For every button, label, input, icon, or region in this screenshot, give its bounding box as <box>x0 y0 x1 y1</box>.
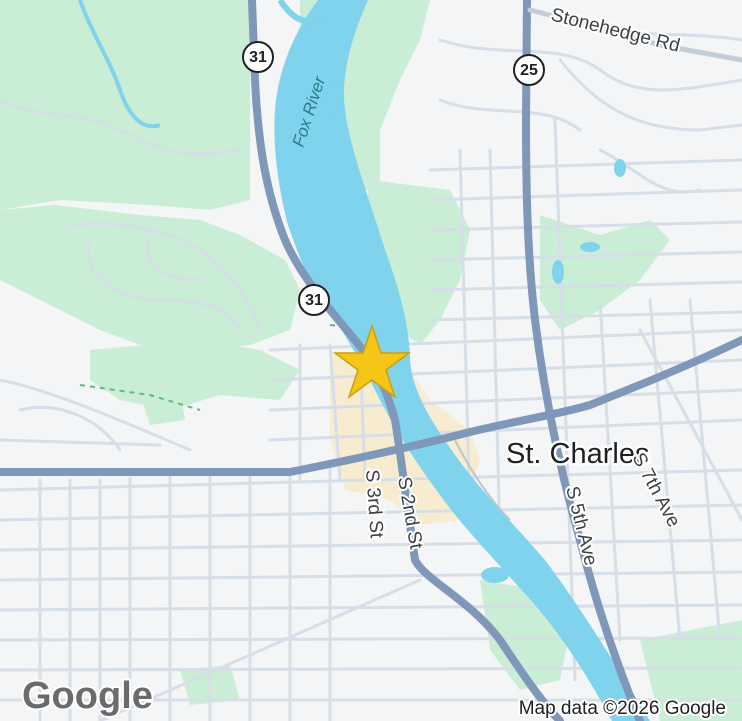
park-southwest <box>90 340 300 410</box>
city-label: St. Charles <box>506 438 649 470</box>
minor-streets <box>0 18 742 721</box>
map-attribution[interactable]: Map data ©2026 Google <box>517 696 728 721</box>
park-small-west <box>140 390 185 425</box>
route-31-south-label: 31 <box>305 292 323 309</box>
park-southeast <box>640 620 742 721</box>
route-25-shield: 25 <box>513 54 545 86</box>
rail-line <box>454 439 511 521</box>
park-east <box>540 215 670 330</box>
creek-north <box>277 0 321 25</box>
creek-west <box>78 0 161 129</box>
route-31-road <box>248 0 564 721</box>
fox-river <box>274 0 650 721</box>
location-marker-star-icon[interactable] <box>332 323 412 400</box>
route-31-south-shield: 31 <box>298 284 330 316</box>
stonehedge-road <box>527 7 742 63</box>
main-street-road <box>0 336 742 476</box>
ponds <box>322 86 626 583</box>
route-31-north-shield: 31 <box>242 41 274 73</box>
google-logo[interactable]: Google <box>20 673 155 719</box>
route-31-north-label: 31 <box>249 49 267 66</box>
route-25-label: 25 <box>520 62 538 79</box>
route-25-road <box>522 0 644 721</box>
